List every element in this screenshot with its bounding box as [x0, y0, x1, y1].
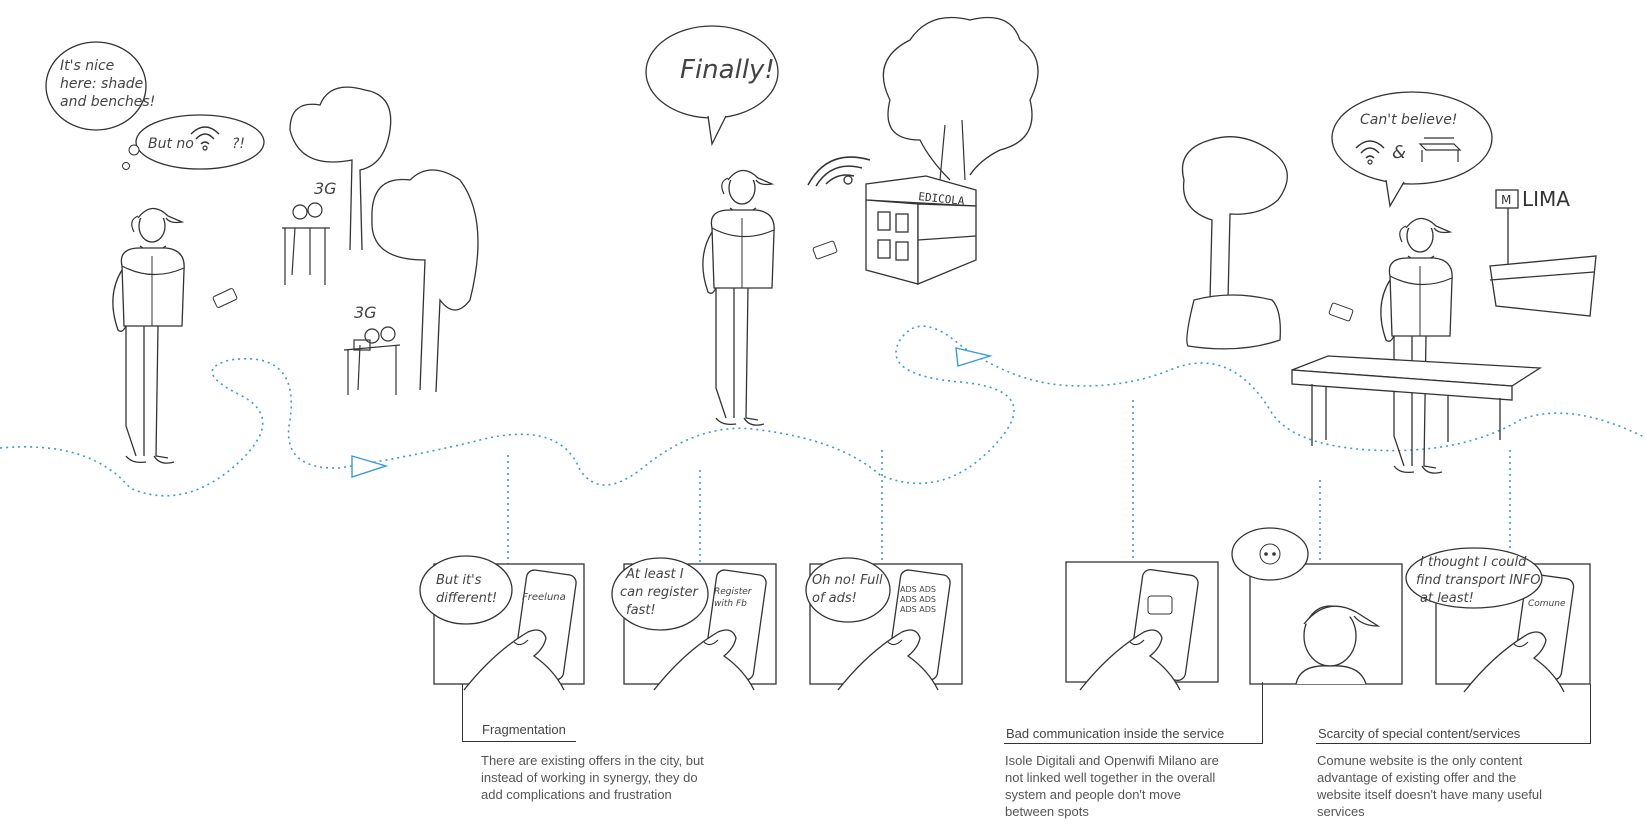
phone-icon-2: [812, 240, 838, 260]
thought-bubble-2: [135, 114, 265, 170]
finding-3-line: website itself doesn't have many useful: [1317, 787, 1543, 802]
speech-cant-believe: Can't believe!: [1360, 112, 1457, 128]
panel-1: But it's different! Freeluna: [419, 555, 585, 691]
sitting-people-2: [343, 326, 401, 395]
panel-2-bubble-line3: fast!: [626, 603, 656, 618]
speech-amp: &: [1392, 142, 1406, 163]
speech-finally: Finally!: [680, 55, 775, 85]
finding-1-title: Fragmentation: [482, 722, 566, 737]
planter: [1186, 294, 1281, 350]
sitting-people-1: [282, 202, 330, 285]
journey-arrow-1: [351, 455, 389, 478]
speech-bubble-3: [1331, 91, 1493, 185]
person-standing-2: [702, 169, 775, 426]
finding-2-line: not linked well together in the overall: [1005, 770, 1216, 785]
phone-icon: [212, 288, 238, 308]
panel-1-screen: Freeluna: [522, 592, 566, 603]
panel-3: Oh no! Full of ads! ADS ADS ADS ADS ADS …: [805, 557, 963, 691]
finding-1-line: instead of working in synergy, they do: [481, 770, 698, 785]
finding-2-underline: [1004, 743, 1262, 744]
bench: [1291, 355, 1543, 446]
scene1: It's nice here: shade and benches! But n…: [45, 41, 479, 464]
metro-sign-letter: M: [1501, 193, 1511, 207]
finding-2-line: system and people don't move: [1005, 787, 1181, 802]
panel-6-screen: Comune: [1528, 599, 1566, 609]
person-sitting: [1380, 217, 1453, 474]
panel-6: I thought I could find transport INFO at…: [1405, 547, 1591, 693]
person-standing-1: [112, 207, 185, 464]
kiosk: [865, 175, 977, 285]
thought-bubble-1-line2: here: shade: [60, 76, 143, 92]
panel-2-screen-line1: Register: [714, 587, 753, 597]
panel-2-bubble-line1: At least I: [625, 567, 684, 582]
thought-bubble-1: [45, 41, 147, 131]
finding-3-title: Scarcity of special content/services: [1318, 726, 1521, 741]
panel-3-bubble-line1: Oh no! Full: [812, 573, 883, 588]
thought-bubble-2-text: But no: [148, 136, 194, 152]
thought-bubble-1-line3: and benches!: [60, 94, 155, 110]
finding-2-title: Bad communication inside the service: [1006, 726, 1225, 741]
finding-3-description: Comune website is the only content advan…: [1317, 752, 1542, 820]
kiosk-sign: EDICOLA: [918, 190, 966, 208]
panel-5: [1231, 527, 1403, 685]
finding-1-line: There are existing offers in the city, b…: [481, 753, 704, 768]
tree-label-2: 3G: [354, 303, 377, 322]
journey-arrow-2: [955, 347, 993, 367]
panel-2: At least I can register fast! Register w…: [611, 557, 777, 691]
finding-3-underline: [1316, 743, 1590, 744]
panel-3-screen-line1: ADS ADS: [900, 585, 936, 594]
journey-path: [0, 325, 1646, 497]
thought-bubble-1-line1: It's nice: [60, 58, 114, 74]
scene2: Finally! EDICOLA: [645, 16, 1039, 426]
scene3: Can't believe! & M LIMA: [1181, 91, 1597, 474]
finding-1-line: add complications and frustration: [481, 787, 672, 802]
thought-bubble-2-suffix: ?!: [232, 136, 245, 152]
finding-2-line: between spots: [1005, 804, 1089, 819]
panel-2-bubble-line2: can register: [620, 585, 700, 600]
tree-1: [289, 86, 392, 251]
finding-3-line: advantage of existing offer and the: [1317, 770, 1517, 785]
panel-3-screen-line3: ADS ADS: [900, 605, 936, 614]
phone-icon-3: [1328, 302, 1354, 322]
finding-3-line: Comune website is the only content: [1317, 753, 1523, 768]
metro-sign: [1489, 189, 1597, 317]
bench-icon: [1418, 137, 1462, 162]
panel-2-screen-line2: with Fb: [714, 599, 747, 609]
tree-label-1: 3G: [314, 179, 337, 198]
panel-3-screen-line2: ADS ADS: [900, 595, 936, 604]
panel-connectors: [507, 400, 1511, 565]
panel-3-bubble-line2: of ads!: [812, 591, 857, 606]
finding-1-underline: [462, 741, 576, 742]
tree-4: [1181, 136, 1288, 301]
panel-1-bubble-line1: But it's: [436, 573, 482, 588]
tree-2: [371, 169, 479, 393]
panel-6-bubble-line1: I thought I could: [1420, 555, 1527, 570]
panel-4: [1065, 561, 1219, 691]
tree-3: [882, 16, 1039, 181]
finding-1-description: There are existing offers in the city, b…: [481, 752, 704, 803]
metro-sign-text: LIMA: [1522, 187, 1570, 211]
finding-1-bracket: [462, 684, 463, 742]
wifi-signal-kiosk: [807, 156, 871, 187]
finding-2-bracket: [1262, 682, 1263, 744]
storyboard-panels: But it's different! Freeluna At least I …: [419, 527, 1591, 693]
panel-1-bubble-line2: different!: [436, 591, 497, 606]
panel-6-bubble-line3: at least!: [1420, 591, 1474, 606]
finding-3-line: services: [1317, 804, 1365, 819]
panel-6-bubble-line2: find transport INFO: [1416, 573, 1541, 588]
finding-3-bracket: [1590, 684, 1591, 744]
finding-2-line: Isole Digitali and Openwifi Milano are: [1005, 753, 1219, 768]
finding-2-description: Isole Digitali and Openwifi Milano are n…: [1005, 752, 1219, 820]
